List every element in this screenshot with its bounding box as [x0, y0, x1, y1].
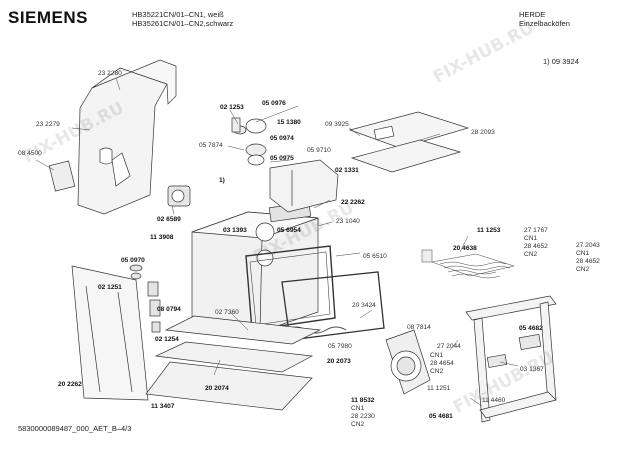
part-number-label: 08 7814 [407, 324, 431, 331]
part-number-label: 05 6510 [363, 253, 387, 260]
part-number-label: 02 1331 [335, 167, 359, 174]
part-number-label: CN1 [351, 405, 365, 412]
control-switches [129, 264, 161, 333]
left-side-panel [71, 265, 149, 401]
part-number-label: 03 1393 [223, 227, 247, 234]
part-number-label: CN1 [576, 250, 590, 257]
top-heater-plate [269, 159, 339, 213]
part-number-label: 05 0975 [270, 155, 294, 162]
part-number-label: 27 2043 [576, 242, 600, 249]
grill-heating-element [421, 249, 515, 279]
part-number-label: 20 2073 [327, 358, 351, 365]
part-number-label: CN1 [430, 352, 444, 359]
part-number-label: 11 3407 [151, 403, 175, 410]
part-number-label: 1) [219, 177, 225, 184]
side-panel-insulation [91, 59, 177, 105]
part-number-label: 05 0974 [270, 135, 294, 142]
part-number-label: 23 2280 [98, 70, 122, 77]
door-side-rails [465, 295, 557, 423]
part-number-label: 08 4500 [18, 150, 42, 157]
convection-fan [385, 329, 431, 395]
part-number-label: 11 8532 [351, 397, 375, 404]
leader-lines [35, 77, 519, 407]
part-number-label: CN2 [524, 251, 538, 258]
model-line-2: HB35261CN/01–CN2,schwarz [132, 19, 234, 28]
part-number-label: 05 9710 [307, 147, 331, 154]
part-number-label: 02 1254 [155, 336, 179, 343]
part-number-label: 05 4682 [519, 325, 543, 332]
part-number-label: 22 2262 [341, 199, 365, 206]
model-line-1: HB35221CN/01–CN1, weiß [132, 10, 224, 19]
brand-logo: SIEMENS [8, 8, 89, 27]
category-line-1: HERDE [519, 10, 546, 19]
part-number-label: 27 1767 [524, 227, 548, 234]
lamp-assembly [231, 117, 267, 166]
part-number-label: 05 7874 [199, 142, 223, 149]
part-number-label: 20 2262 [58, 381, 82, 388]
part-number-label: 15 1380 [277, 119, 301, 126]
part-number-label: 11 1253 [477, 227, 501, 234]
part-number-label: 05 7980 [328, 343, 352, 350]
part-number-label: 20 4638 [453, 245, 477, 252]
part-number-label: 11 3908 [150, 234, 174, 241]
part-number-label: 11 4460 [482, 397, 506, 404]
base-trays [145, 315, 322, 411]
part-number-label: 09 3925 [325, 121, 349, 128]
category-line-2: Einzelbacköfen [519, 19, 570, 28]
part-number-label: 27 2044 [437, 343, 461, 350]
hinge-brackets [486, 333, 542, 368]
part-number-label: 02 7360 [215, 309, 239, 316]
part-number-label: 05 0970 [121, 257, 145, 264]
part-number-label: CN2 [430, 368, 444, 375]
part-number-label: 28 4654 [430, 360, 454, 367]
part-number-label: 28 2093 [471, 129, 495, 136]
top-cover-plate [348, 111, 470, 173]
part-number-label: 20 3424 [352, 302, 376, 309]
door-gasket [245, 245, 336, 331]
footnote-reference: 1) 09 3924 [543, 57, 579, 66]
part-number-label: 08 0794 [157, 306, 181, 313]
rear-panel [48, 67, 168, 215]
part-number-label: 05 4681 [429, 413, 453, 420]
part-number-label: CN1 [524, 235, 538, 242]
document-id: 5830000089487_000_AET_B–4/3 [18, 424, 132, 433]
door-frame-gasket [281, 271, 385, 341]
part-number-label: CN2 [576, 266, 590, 273]
part-number-label: 23 1040 [336, 218, 360, 225]
part-number-label: 05 6954 [277, 227, 301, 234]
part-number-label: 28 2230 [351, 413, 375, 420]
part-number-label: 28 4652 [524, 243, 548, 250]
part-number-label: 02 6589 [157, 216, 181, 223]
part-number-label: 23 2279 [36, 121, 60, 128]
part-number-label: 02 1253 [220, 104, 244, 111]
part-number-label: 20 2074 [205, 385, 229, 392]
part-number-label: 05 0976 [262, 100, 286, 107]
part-number-label: 28 4652 [576, 258, 600, 265]
part-number-label: 02 1251 [98, 284, 122, 291]
part-number-label: 03 1367 [520, 366, 544, 373]
fan-motor [167, 185, 191, 207]
part-number-label: CN2 [351, 421, 365, 428]
part-number-label: 11 1251 [427, 385, 451, 392]
